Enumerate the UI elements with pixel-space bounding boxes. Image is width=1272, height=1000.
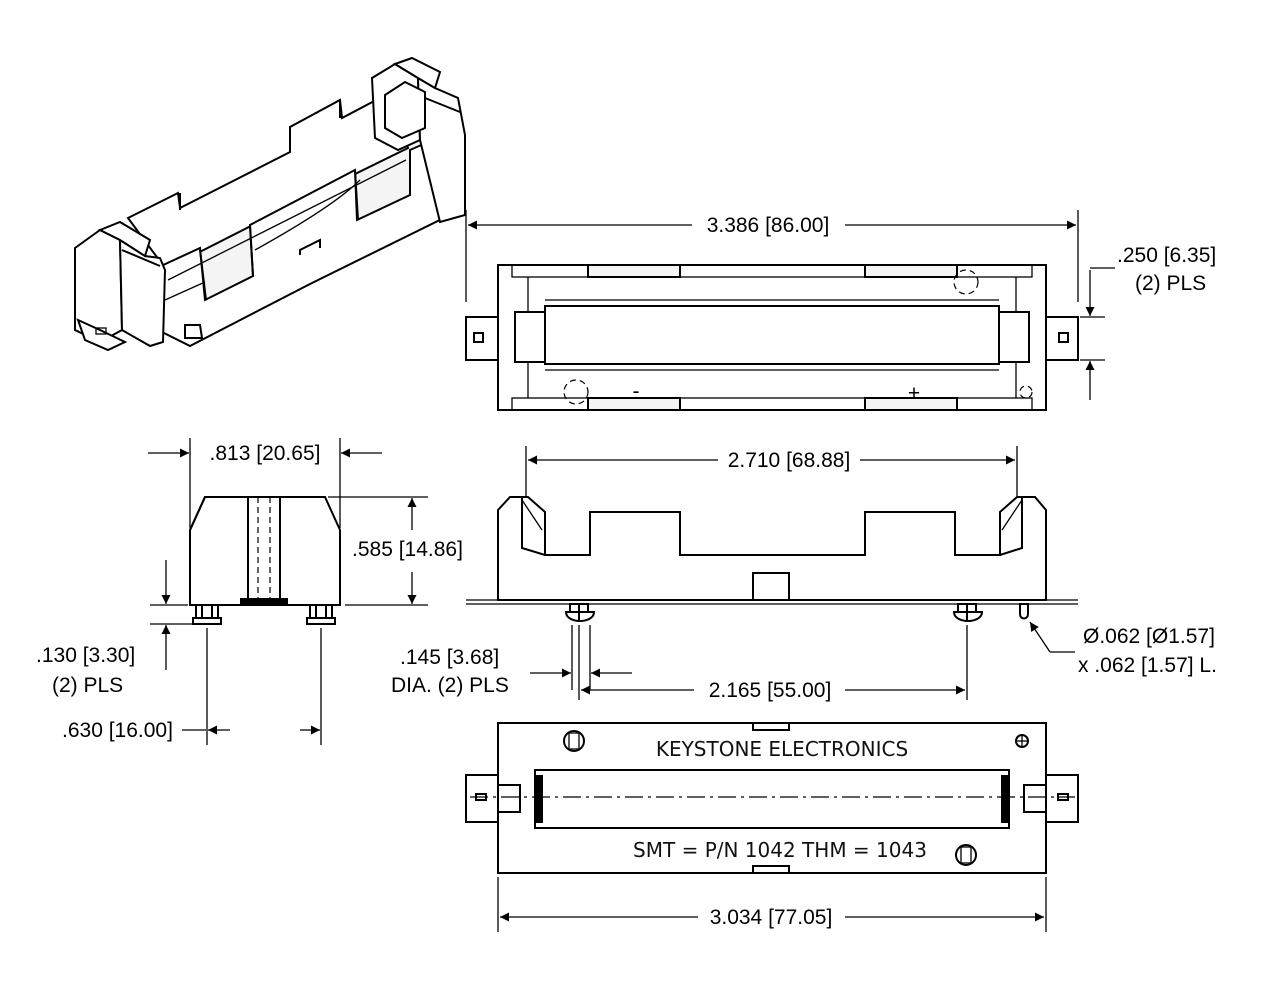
pin-dia-label: Ø.062 [Ø1.57] bbox=[1083, 625, 1215, 648]
peg-spacing-dimension: .630 [16.00] bbox=[62, 628, 322, 745]
peg-height-dimension: .130 [3.30] (2) PLS bbox=[36, 560, 192, 697]
tab-width-qty: (2) PLS bbox=[1135, 272, 1206, 295]
tab-width-dimension: .250 [6.35] (2) PLS bbox=[1080, 244, 1216, 400]
side-view bbox=[466, 496, 1078, 622]
height-dimension: .585 [14.86] bbox=[328, 496, 463, 606]
brand-engraving: KEYSTONE ELECTRONICS bbox=[656, 737, 908, 761]
peg-spacing-label: .630 [16.00] bbox=[62, 719, 173, 742]
peg-dia-dimension: .145 [3.68] DIA. (2) PLS bbox=[391, 625, 632, 697]
height-label: .585 [14.86] bbox=[352, 538, 463, 561]
positive-mark: + bbox=[908, 382, 920, 405]
peg-pitch-label: 2.165 [55.00] bbox=[709, 679, 832, 702]
negative-mark: - bbox=[633, 380, 640, 403]
bottom-view: KEYSTONE ELECTRONICS SMT = P/N 1042 THM … bbox=[465, 722, 1079, 874]
tab-width-label: .250 [6.35] bbox=[1117, 244, 1216, 267]
pin-leader: Ø.062 [Ø1.57] x .062 [1.57] L. bbox=[1029, 621, 1217, 677]
pin-length-label: x .062 [1.57] L. bbox=[1078, 654, 1217, 677]
contact-span-label: 2.710 [68.88] bbox=[728, 449, 851, 472]
end-width-dimension: .813 [20.65] bbox=[148, 438, 382, 528]
peg-height-qty: (2) PLS bbox=[52, 674, 123, 697]
end-view bbox=[189, 496, 341, 625]
contact-span-dimension: 2.710 [68.88] bbox=[525, 446, 1018, 496]
peg-dia-qty: DIA. (2) PLS bbox=[391, 674, 509, 697]
top-view: - + bbox=[465, 264, 1079, 411]
end-width-label: .813 [20.65] bbox=[210, 442, 321, 465]
peg-height-label: .130 [3.30] bbox=[36, 644, 135, 667]
overall-length-dimension: 3.386 [86.00] bbox=[465, 210, 1079, 302]
part-number-engraving: SMT = P/N 1042 THM = 1043 bbox=[633, 838, 927, 862]
overall-length-label: 3.386 [86.00] bbox=[707, 214, 830, 237]
isometric-view bbox=[74, 56, 466, 352]
peg-dia-label: .145 [3.68] bbox=[400, 646, 499, 669]
peg-pitch-dimension: 2.165 [55.00] bbox=[578, 625, 968, 702]
body-length-label: 3.034 [77.05] bbox=[710, 906, 833, 929]
body-length-dimension: 3.034 [77.05] bbox=[497, 877, 1047, 932]
